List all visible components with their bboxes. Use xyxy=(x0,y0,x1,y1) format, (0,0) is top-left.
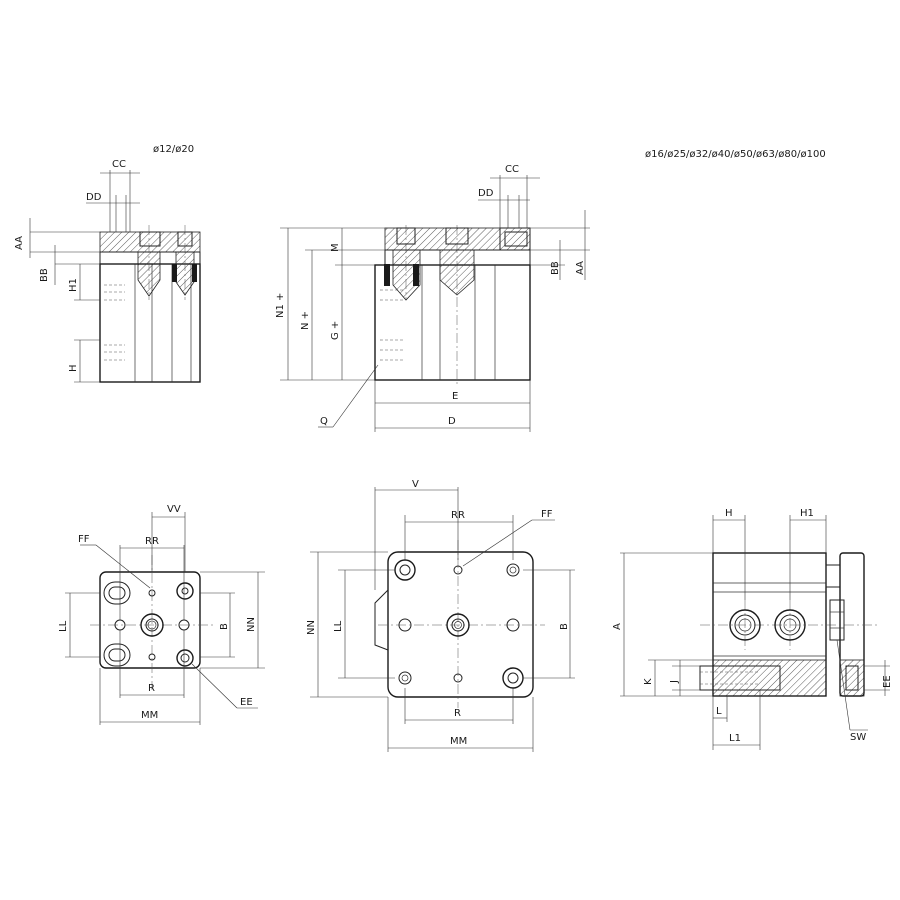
dim-e: E xyxy=(452,391,458,402)
dim-cc-small: CC xyxy=(112,159,126,170)
dim-n: N + xyxy=(300,311,311,330)
dim-bb-small: BB xyxy=(39,268,50,282)
dim-rr-small: RR xyxy=(145,536,159,547)
dim-a: A xyxy=(612,623,623,630)
dim-j: J xyxy=(669,680,680,684)
large-front-plate xyxy=(387,551,534,698)
front-view-small-bore: VV RR FF LL B NN R MM E xyxy=(58,504,265,725)
dim-bb-large: BB xyxy=(550,261,561,275)
dim-k: K xyxy=(643,678,654,685)
small-front-plate xyxy=(99,571,201,669)
dim-d: D xyxy=(448,416,456,427)
dim-mm-small: MM xyxy=(141,710,158,721)
dim-dd-small: DD xyxy=(86,192,102,203)
dim-q: Q xyxy=(320,416,328,427)
size-label-large: ø16/ø25/ø32/ø40/ø50/ø63/ø80/ø100 xyxy=(645,149,826,160)
dim-h-small: H xyxy=(68,364,79,372)
dim-n1: N1 + xyxy=(275,293,286,318)
dim-aa-small: AA xyxy=(14,236,25,250)
dim-l1: L1 xyxy=(729,733,741,744)
dim-aa-large: AA xyxy=(575,261,586,275)
large-end-plate xyxy=(384,227,531,251)
dim-ee-large: EE xyxy=(882,675,893,688)
dim-h1-small: H1 xyxy=(68,278,79,292)
side-view-rod-end: H H1 A K J L L1 EE SW xyxy=(612,508,893,750)
front-view-large-bore: V RR FF NN LL B R MM xyxy=(306,479,575,752)
dim-vv: VV xyxy=(167,504,181,515)
dim-ff-large: FF xyxy=(541,509,553,520)
dim-ff-small: FF xyxy=(78,534,90,545)
dim-h: H xyxy=(725,508,733,519)
dim-v: V xyxy=(412,479,419,490)
dim-nn-small: NN xyxy=(246,617,257,632)
dim-b-small: B xyxy=(219,623,230,630)
dim-ee-small: EE xyxy=(240,697,253,708)
dim-b-large: B xyxy=(559,623,570,630)
dim-ll-large: LL xyxy=(333,620,344,632)
side-view-large-bore: ø16/ø25/ø32/ø40/ø50/ø63/ø80/ø100 CC xyxy=(275,149,826,432)
dim-r-small: R xyxy=(148,683,155,694)
dim-m: M xyxy=(330,243,341,252)
dim-h1: H1 xyxy=(800,508,814,519)
size-label-small: ø12/ø20 xyxy=(153,144,194,155)
dim-rr-large: RR xyxy=(451,510,465,521)
dim-l: L xyxy=(716,706,722,717)
dim-mm-large: MM xyxy=(450,736,467,747)
dim-r-large: R xyxy=(454,708,461,719)
dim-g: G + xyxy=(330,321,341,340)
dim-dd-large: DD xyxy=(478,188,494,199)
dim-cc-large: CC xyxy=(505,164,519,175)
dim-ll-small: LL xyxy=(58,620,69,632)
dim-nn-large: NN xyxy=(306,620,317,635)
dim-sw: SW xyxy=(850,732,866,743)
side-view-small-bore: ø12/ø20 CC DD xyxy=(14,144,201,383)
